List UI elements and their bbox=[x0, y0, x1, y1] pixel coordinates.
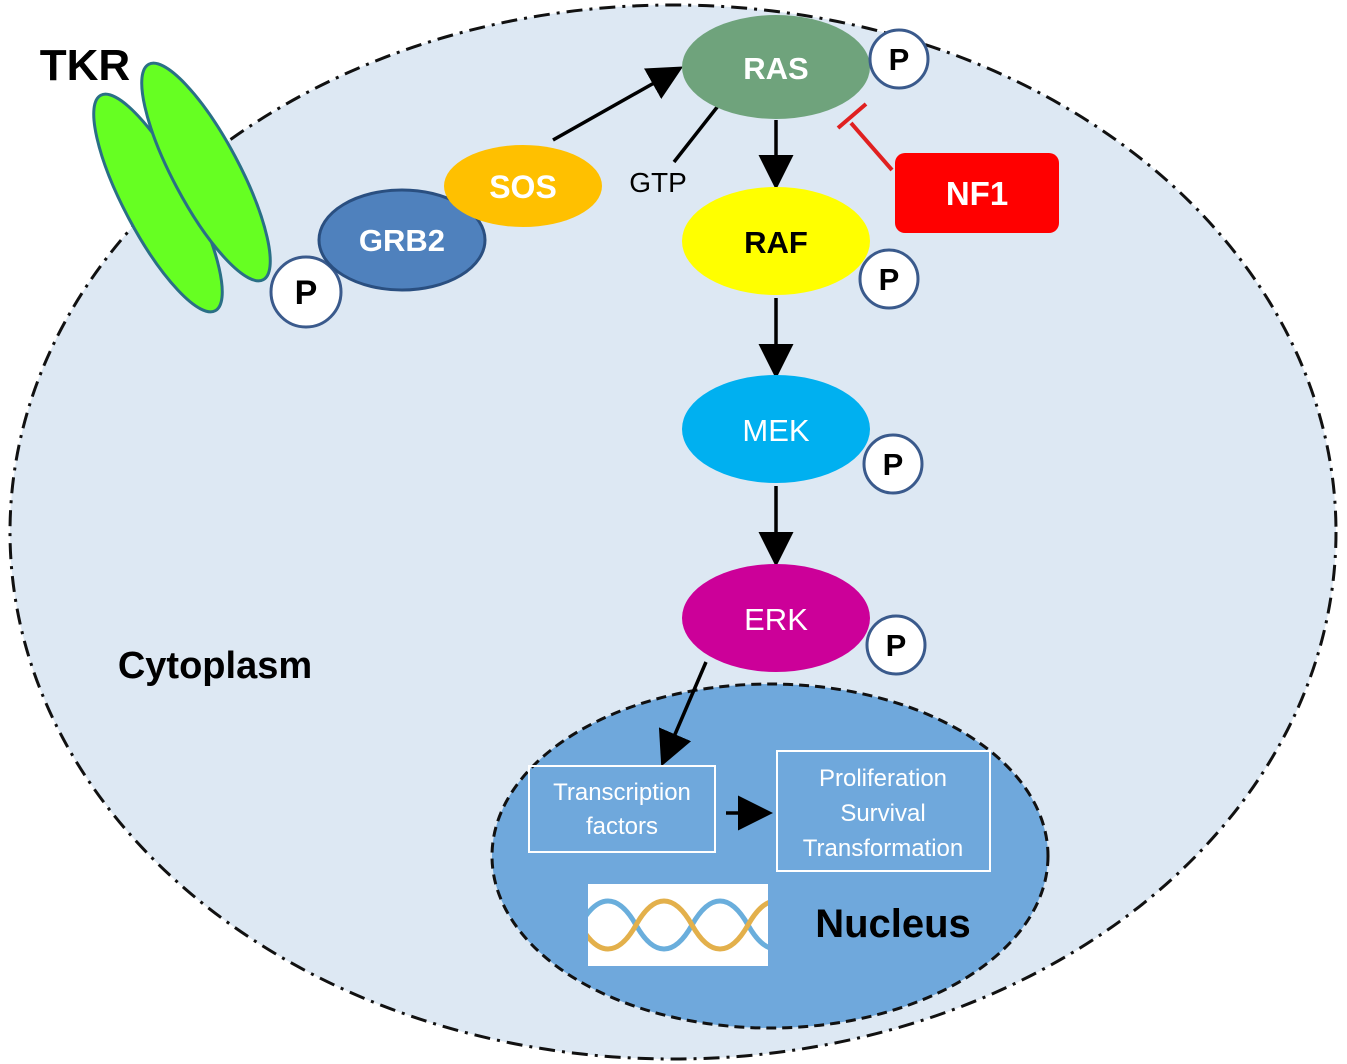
svg-text:RAS: RAS bbox=[743, 51, 808, 86]
transcription-factors-box: Transcription factors bbox=[528, 765, 716, 853]
erk-node: ERK bbox=[682, 564, 870, 672]
arrows bbox=[552, 66, 794, 831]
arrow-sos-to-ras bbox=[552, 66, 684, 142]
sos-node: SOS bbox=[444, 145, 602, 227]
nucleus bbox=[490, 682, 1050, 1030]
svg-text:P: P bbox=[886, 628, 907, 663]
ras-phosphate: P bbox=[868, 28, 930, 90]
tkr-receptor bbox=[92, 61, 272, 314]
tkr-label: TKR bbox=[40, 41, 130, 90]
tkr-phosphate: P bbox=[269, 255, 343, 329]
svg-text:P: P bbox=[889, 42, 910, 77]
raf-node: RAF bbox=[682, 187, 870, 295]
svg-text:P: P bbox=[879, 262, 900, 297]
dna-helix-image bbox=[588, 884, 768, 966]
svg-text:P: P bbox=[883, 447, 904, 482]
svg-text:Survival: Survival bbox=[840, 800, 925, 827]
erk-phosphate: P bbox=[865, 614, 927, 676]
mek-node: MEK bbox=[682, 375, 870, 483]
svg-text:Transformation: Transformation bbox=[803, 835, 964, 862]
svg-text:P: P bbox=[295, 274, 318, 312]
svg-text:Transcription: Transcription bbox=[553, 779, 691, 806]
nf1-node: NF1 bbox=[895, 153, 1059, 233]
mek-phosphate: P bbox=[862, 433, 924, 495]
svg-text:GRB2: GRB2 bbox=[359, 223, 445, 258]
svg-text:RAF: RAF bbox=[744, 225, 808, 260]
arrow-erk-to-transcription bbox=[658, 661, 708, 767]
svg-text:SOS: SOS bbox=[489, 169, 557, 205]
svg-text:ERK: ERK bbox=[744, 602, 808, 637]
svg-text:Proliferation: Proliferation bbox=[819, 765, 947, 792]
cytoplasm-label: Cytoplasm bbox=[118, 645, 312, 687]
nf1-inhibition bbox=[836, 102, 894, 172]
gtp-label: GTP bbox=[629, 167, 687, 198]
line-gtp-to-ras bbox=[672, 104, 720, 164]
outcomes-box: Proliferation Survival Transformation bbox=[776, 750, 991, 872]
ras-node: RAS bbox=[682, 15, 870, 119]
svg-text:MEK: MEK bbox=[742, 413, 810, 448]
svg-text:factors: factors bbox=[586, 813, 658, 840]
nucleus-label: Nucleus bbox=[815, 902, 971, 946]
raf-phosphate: P bbox=[858, 248, 920, 310]
svg-text:NF1: NF1 bbox=[946, 175, 1008, 212]
grb2-node: GRB2 bbox=[317, 188, 487, 292]
